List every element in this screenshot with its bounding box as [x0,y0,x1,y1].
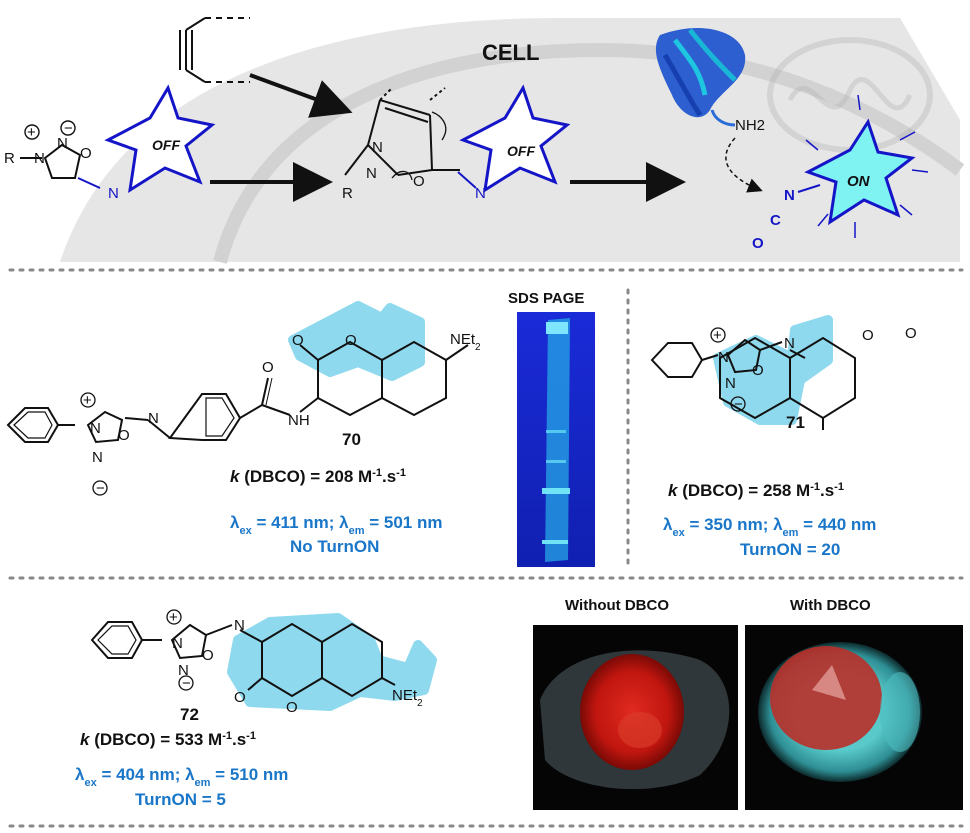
plus-charge-icon [24,124,40,140]
compound-72-number: 72 [180,705,199,724]
top-scheme-panel: CELL R N N O + − N [4,17,965,264]
plus-sign: + [169,609,178,626]
sds-page-gel-image [517,312,595,567]
o-atom-label: O [202,647,214,664]
imine-n-label: N [108,185,119,202]
minus-charge-icon [178,675,194,691]
isocyanate-o-label: O [752,235,764,252]
electron-arrow-icon [391,170,413,181]
compound-70-turnon: No TurnON [290,537,379,556]
compound-72-turnon: TurnON = 5 [135,790,226,809]
isocyanate-n-label: N [784,187,795,204]
alkyne-arrow [249,73,353,118]
compound-70-rate: k (DBCO) = 208 M-1.s-1 [230,467,406,486]
o-atom-label: O [413,173,425,190]
o-atom-label: O [118,427,130,444]
isocyanate-c-label: C [770,212,781,229]
protein-ribbon-icon [655,27,746,127]
cycloadduct-intermediate: N N R O N OFF [342,84,571,202]
minus-sign: − [64,120,73,137]
isocyanate-product: N C O ON [752,94,929,252]
n-atom-label: N [34,150,45,167]
compound-70-number: 70 [342,430,361,449]
minus-sign: − [96,480,105,497]
sydnonimine-reactant: R N N O + − N OFF [4,84,216,202]
sds-page-label: SDS PAGE [508,290,584,307]
minus-charge-icon [92,480,108,496]
net2-label: NEt2 [450,331,481,353]
o-atom-label: O [905,325,917,342]
amine-label: NH2 [735,117,765,134]
with-dbco-label: With DBCO [790,597,871,614]
microscopy-with-dbco-image [745,625,963,810]
o-atom-label: O [286,699,298,716]
n-atom-label: N [725,375,736,392]
n-atom-label: N [92,449,103,466]
o-atom-label: O [345,332,357,349]
off-star-icon [104,84,216,194]
on-label: ON [847,173,871,190]
n-atom-label: N [366,165,377,182]
o-atom-label: O [752,362,764,379]
n-atom-label: N [718,349,729,366]
compound-71-turnon: TurnON = 20 [740,540,840,559]
compound-70-wavelengths: λex = 411 nm; λem = 501 nm [230,513,442,537]
compound-71-number: 71 [786,413,805,432]
cell-label: CELL [482,40,539,65]
off-label: OFF [507,143,535,159]
on-star-icon [804,118,916,226]
imine-n-label: N [475,185,486,202]
nh-label: NH [288,412,310,429]
net2-label: NEt2 [392,687,423,709]
n-atom-label: N [172,635,183,652]
compound-71-structure: N N O N O O + − [650,315,917,430]
n-atom-label: N [57,135,68,152]
compound-72-rate: k (DBCO) = 533 M-1.s-1 [80,730,256,749]
electron-arrow-icon [431,111,447,141]
plus-charge-icon [166,609,182,625]
n-atom-label: N [372,139,383,156]
minus-sign: − [182,675,191,692]
compound-71-rate: k (DBCO) = 258 M-1.s-1 [668,481,844,500]
microscopy-without-dbco-image [533,625,738,810]
without-dbco-label: Without DBCO [565,597,669,614]
o-atom-label: O [262,359,274,376]
plus-sign: + [713,327,722,344]
plus-charge-icon [80,392,96,408]
o-atom-label: O [292,332,304,349]
alkyne-structure [179,17,250,83]
compound-71-wavelengths: λex = 350 nm; λem = 440 nm [663,515,876,539]
nucleophilic-attack-arrow [725,137,763,193]
plus-charge-icon [710,327,726,343]
n-atom-label: N [148,410,159,427]
off-label: OFF [152,137,180,153]
n-atom-label: N [178,662,189,679]
off-star-icon [459,84,571,194]
compound-70-structure: N N O N O NH O O NEt2 + − [6,301,481,497]
compound-72-structure: N N O N O O NEt2 + − [90,609,437,716]
coumarin-highlight [288,301,425,381]
minus-charge-icon [730,396,746,412]
cell-membrane-arc [213,42,965,264]
o-atom-label: O [862,327,874,344]
n-atom-label: N [784,335,795,352]
compound-72-wavelengths: λex = 404 nm; λem = 510 nm [75,765,288,789]
minus-sign: − [734,396,743,413]
plus-sign: + [83,392,92,409]
n-atom-label: N [234,617,245,634]
r-group-label: R [4,150,15,167]
minus-charge-icon [60,120,76,136]
o-atom-label: O [234,689,246,706]
plus-sign: + [27,124,36,141]
glow-rays-icon [805,94,929,238]
o-atom-label: O [80,145,92,162]
r-group-label: R [342,185,353,202]
n-atom-label: N [90,420,101,437]
